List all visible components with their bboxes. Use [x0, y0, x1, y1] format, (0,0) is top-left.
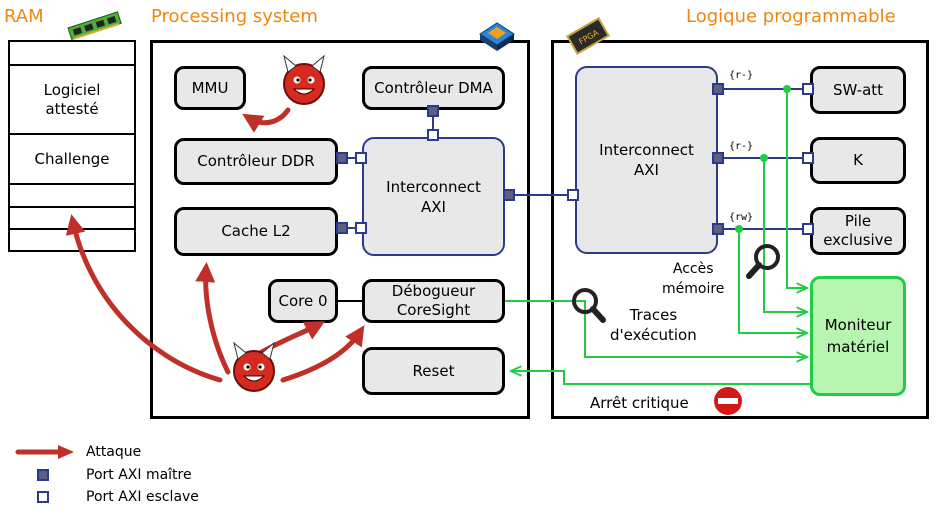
legend-attack-label: Attaque — [86, 444, 142, 460]
probe-pile — [738, 229, 806, 333]
port-ps-ic-slave-ddr — [355, 152, 367, 164]
port-pile-slave — [802, 223, 814, 235]
hardware-monitor-block: Moniteur matériel — [810, 276, 906, 396]
ram-row-4 — [10, 185, 134, 208]
legend-master-label: Port AXI maître — [86, 467, 192, 483]
pl-interconnect-axi: Interconnect AXI — [575, 66, 718, 254]
fpga-chip-icon: FPGA — [566, 16, 610, 56]
critical-stop-label: Arrêt critique — [590, 394, 689, 412]
port-swatt-slave — [802, 83, 814, 95]
pile-exclusive-block: Pile exclusive — [810, 207, 906, 255]
magnifier-icon-memory — [746, 244, 780, 279]
port-k-slave — [802, 152, 814, 164]
reset-line — [512, 371, 810, 385]
ram-module-icon — [67, 11, 122, 41]
k-block: K — [810, 137, 906, 184]
slave-ports — [355, 83, 814, 235]
trace-line — [505, 300, 806, 357]
ram-row-top — [10, 42, 134, 66]
mmu-block: MMU — [174, 66, 246, 110]
processing-system-title: Processing system — [151, 6, 318, 27]
port-pl-master-2 — [712, 152, 724, 164]
legend-master-port-icon — [37, 469, 49, 481]
reset-block: Reset — [362, 347, 505, 395]
port-cache-master — [336, 222, 348, 234]
axi-links — [347, 88, 803, 230]
port-pl-master-1 — [712, 83, 724, 95]
magnifier-icon-trace — [572, 288, 606, 323]
devil-icon-bottom — [233, 341, 275, 392]
cache-l2-block: Cache L2 — [174, 207, 338, 256]
port-ps-ic-slave-cache — [355, 222, 367, 234]
tap-pile — [735, 225, 743, 233]
ram-logiciel-atteste: Logiciel attesté — [10, 66, 134, 135]
ram-challenge: Challenge — [10, 135, 134, 185]
dma-controller-block: Contrôleur DMA — [362, 66, 505, 110]
devil-icon-top — [283, 54, 325, 105]
perm-swatt: {r-} — [729, 70, 754, 81]
port-ddr-master — [336, 152, 348, 164]
master-ports — [336, 83, 724, 235]
ps-interconnect-axi: Interconnect AXI — [362, 137, 505, 256]
legend-slave-label: Port AXI esclave — [86, 489, 199, 505]
attack-debug-arrow — [280, 325, 365, 383]
port-dma-master — [427, 105, 439, 117]
attack-ram-arrow — [65, 214, 223, 383]
memory-access-label: Accès mémoire — [662, 261, 725, 297]
port-pl-ic-slave — [567, 189, 579, 201]
probe-swatt — [786, 89, 806, 288]
perm-k: {r-} — [729, 141, 754, 152]
tap-swatt — [783, 85, 791, 93]
sw-att-block: SW-att — [810, 66, 906, 114]
ram-block: Logiciel attesté Challenge — [8, 40, 136, 252]
coresight-debugger-block: Débogueur CoreSight — [362, 279, 505, 323]
ram-title: RAM — [4, 6, 44, 27]
attack-mmu-arrow — [242, 107, 291, 133]
stop-icon — [714, 387, 742, 415]
port-ps-interconnect-master — [503, 189, 515, 201]
legend-slave-port-icon — [37, 491, 49, 503]
monitor-lines — [505, 89, 810, 385]
logic-title: Logique programmable — [686, 6, 896, 27]
processor-chip-icon — [479, 22, 515, 51]
execution-traces-label: Traces d'exécution — [610, 306, 697, 344]
perm-pile: {rw} — [729, 212, 754, 223]
ddr-controller-block: Contrôleur DDR — [174, 138, 338, 185]
tap-k — [760, 154, 768, 162]
legend-attack-icon — [15, 445, 74, 459]
port-ps-ic-slave-top — [427, 129, 439, 141]
port-pl-master-3 — [712, 223, 724, 235]
attack-cache-arrow — [195, 262, 231, 375]
attack-arrows — [65, 107, 365, 383]
probe-k — [763, 158, 806, 312]
